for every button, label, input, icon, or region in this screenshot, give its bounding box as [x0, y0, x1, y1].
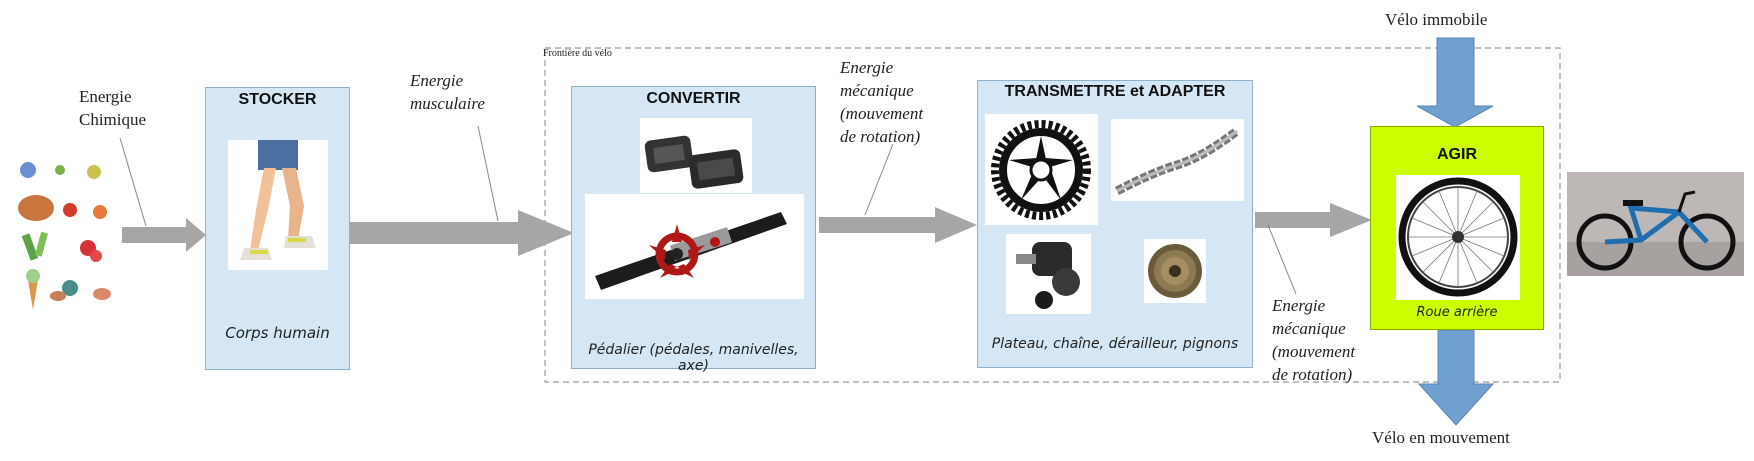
bicycle-icon: [1567, 172, 1744, 276]
block-agir-title: AGIR: [1437, 146, 1477, 163]
derailleur-picture: [1006, 234, 1091, 314]
leader-mecanique-1: [864, 143, 894, 216]
food-icon: [18, 162, 111, 310]
label-energie-mecanique-2: Energie mécanique (mouvement de rotation…: [1272, 294, 1355, 386]
food-illustration: [8, 160, 112, 310]
label-velo-immobile: Vélo immobile: [1385, 10, 1488, 29]
label-mecanique-2-line4: de rotation): [1272, 365, 1353, 384]
label-energie-chimique-line2: Chimique: [79, 110, 147, 129]
label-energie-mecanique-1: Energie mécanique (mouvement de rotation…: [840, 56, 923, 148]
block-stocker-title: STOCKER: [238, 91, 317, 108]
arrow-food-to-stocker: [122, 218, 206, 252]
pedals-picture: [640, 118, 752, 193]
block-convertir: CONVERTIR Pédalier (pédales, manivelles,…: [571, 86, 816, 374]
arrow-velo-immobile: [1416, 37, 1494, 128]
leader-chimique: [119, 137, 147, 227]
label-energie-chimique-line1: Energie: [79, 87, 132, 106]
block-stocker-caption: Corps humain: [225, 324, 330, 342]
cassette-picture: [1144, 239, 1206, 303]
derailleur-icon: [1016, 242, 1080, 309]
label-musculaire-line2: musculaire: [410, 94, 485, 113]
arrow-convertir-to-transmettre: [819, 207, 977, 243]
label-mecanique-1-line1: Energie: [840, 58, 894, 77]
arrow-stocker-to-convertir: [350, 210, 574, 256]
block-agir-caption: Roue arrière: [1416, 305, 1498, 320]
block-transmettre-caption: Plateau, chaîne, dérailleur, pignons: [991, 336, 1239, 352]
block-stocker: STOCKER Corps humain: [205, 87, 350, 370]
leader-musculaire: [477, 125, 499, 222]
bicycle-photo: [1567, 172, 1744, 276]
cassette-icon: [1148, 244, 1202, 298]
chain-icon: [1114, 127, 1240, 195]
legs-picture: [228, 140, 328, 270]
label-mecanique-2-line2: mécanique: [1272, 319, 1346, 338]
arrow-transmettre-to-agir: [1255, 203, 1372, 237]
wheel-icon: [1398, 177, 1518, 297]
label-mecanique-1-line3: (mouvement: [840, 104, 924, 123]
leader-mecanique-2: [1267, 224, 1297, 295]
label-musculaire-line1: Energie: [410, 71, 464, 90]
chain-picture: [1111, 119, 1244, 201]
label-mecanique-2-line3: (mouvement: [1272, 342, 1356, 361]
label-mecanique-1-line4: de rotation): [840, 127, 921, 146]
label-velo-en-mouvement: Vélo en mouvement: [1372, 428, 1510, 447]
legs-icon: [240, 140, 316, 260]
boundary-label: Frontière du vélo: [543, 48, 612, 59]
bike-boundary-frame: [544, 47, 1561, 383]
wheel-picture: [1396, 175, 1520, 300]
block-transmettre-title: TRANSMETTRE et ADAPTER: [1004, 83, 1226, 100]
block-transmettre: TRANSMETTRE et ADAPTER Plateau, chaî: [977, 80, 1253, 368]
arrow-velo-en-mouvement: [1417, 329, 1495, 426]
block-agir: AGIR Roue arrière: [1370, 126, 1544, 330]
block-convertir-caption: Pédalier (pédales, manivelles, axe): [588, 342, 799, 374]
label-energie-musculaire: Energie musculaire: [410, 69, 485, 115]
pedals-icon: [644, 135, 744, 189]
chainring-picture: [985, 114, 1098, 225]
block-convertir-title: CONVERTIR: [646, 90, 741, 107]
chainring-icon: [991, 120, 1091, 220]
label-mecanique-1-line2: mécanique: [840, 81, 914, 100]
crankset-icon: [595, 212, 787, 290]
label-mecanique-2-line1: Energie: [1272, 296, 1326, 315]
label-energie-chimique: Energie Chimique: [79, 85, 146, 131]
crankset-picture: [585, 194, 804, 299]
